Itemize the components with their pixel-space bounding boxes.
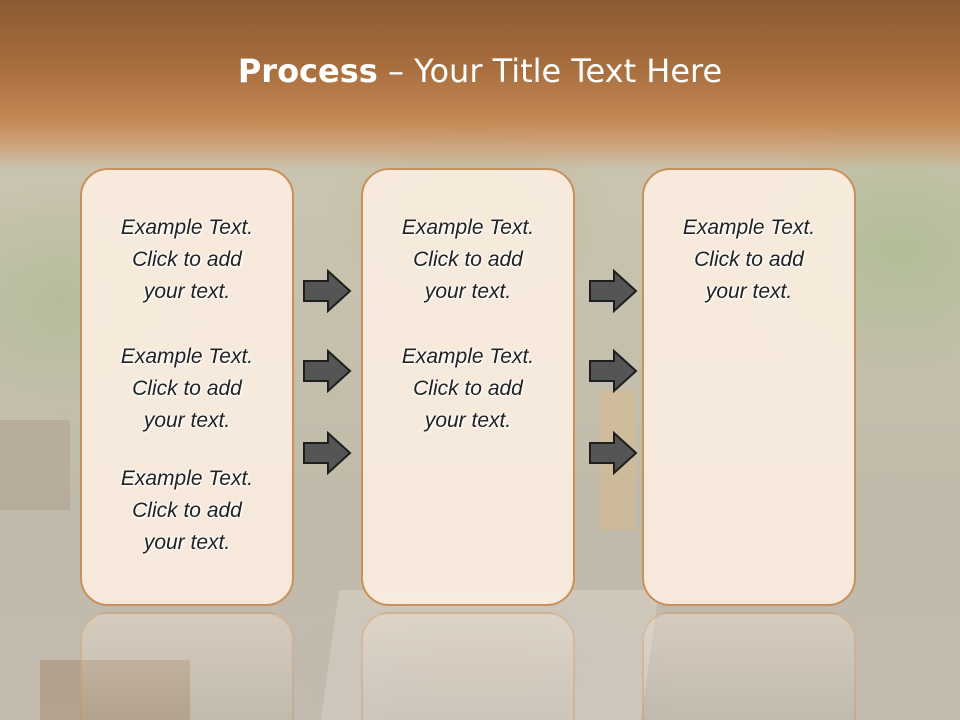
wooden-bench bbox=[40, 660, 190, 720]
text-placeholder[interactable]: Example Text. Click to add your text. bbox=[401, 216, 535, 303]
text-placeholder[interactable]: Example Text. Click to add your text. bbox=[401, 345, 535, 432]
right-arrow-icon[interactable] bbox=[302, 349, 352, 393]
text-placeholder[interactable]: Example Text. Click to add your text. bbox=[120, 467, 254, 554]
title-bold: Process bbox=[237, 52, 378, 90]
process-step-box-3[interactable]: Example Text. Click to add your text. bbox=[642, 168, 856, 606]
text-placeholder[interactable]: Example Text. Click to add your text. bbox=[120, 345, 254, 432]
stone-pillar bbox=[0, 420, 70, 510]
right-arrow-icon[interactable] bbox=[302, 269, 352, 313]
box-reflection bbox=[642, 612, 856, 720]
process-step-box-2[interactable]: Example Text. Click to add your text. Ex… bbox=[361, 168, 575, 606]
slide-title[interactable]: Process – Your Title Text Here bbox=[0, 52, 960, 90]
right-arrow-icon[interactable] bbox=[302, 431, 352, 475]
title-rest: – Your Title Text Here bbox=[377, 52, 723, 90]
right-arrow-icon[interactable] bbox=[588, 269, 638, 313]
box-reflection bbox=[80, 612, 294, 720]
text-placeholder[interactable]: Example Text. Click to add your text. bbox=[120, 216, 254, 303]
process-step-box-1[interactable]: Example Text. Click to add your text. Ex… bbox=[80, 168, 294, 606]
title-band bbox=[0, 0, 960, 170]
box-reflection bbox=[361, 612, 575, 720]
text-placeholder[interactable]: Example Text. Click to add your text. bbox=[682, 216, 816, 303]
right-arrow-icon[interactable] bbox=[588, 431, 638, 475]
right-arrow-icon[interactable] bbox=[588, 349, 638, 393]
